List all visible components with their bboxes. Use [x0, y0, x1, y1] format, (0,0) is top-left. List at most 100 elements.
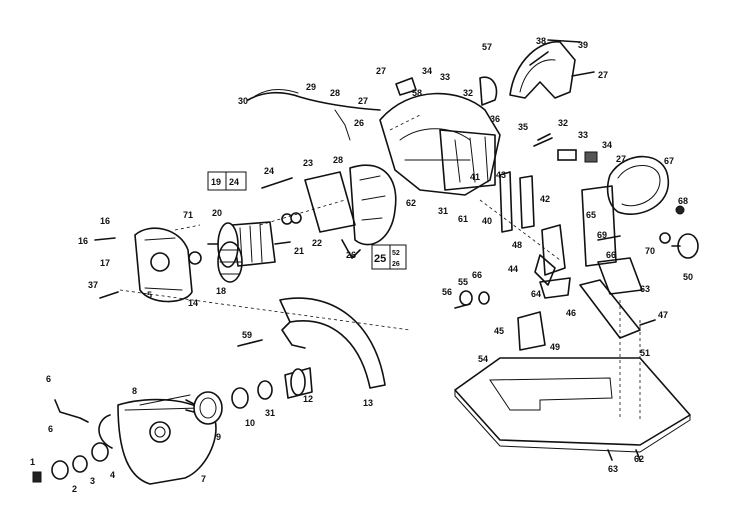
callout-labels: 1 2 3 4 5 6 6 7 8 9 10 31 12 13 14 16 16…	[30, 36, 693, 494]
callout-44: 44	[508, 264, 518, 274]
callout-12: 12	[303, 394, 313, 404]
callout-64: 64	[531, 289, 541, 299]
callout-5: 5	[147, 290, 152, 300]
callout-27a: 27	[376, 66, 386, 76]
callout-63b: 63	[608, 464, 618, 474]
callout-16b: 16	[78, 236, 88, 246]
callout-box-19-24: 19 24	[207, 171, 247, 191]
brush-springs	[533, 133, 598, 163]
callout-17: 17	[100, 258, 110, 268]
handle	[509, 41, 576, 99]
callout-43: 43	[496, 170, 506, 180]
motor-end-cap	[134, 227, 193, 303]
callout-16: 16	[100, 216, 110, 226]
callout-56: 56	[442, 287, 452, 297]
callout-3: 3	[90, 476, 95, 486]
callout-9: 9	[216, 432, 221, 442]
callout-26: 26	[354, 118, 364, 128]
bevel-ring	[606, 155, 669, 215]
callout-29: 29	[306, 82, 316, 92]
callout-47: 47	[658, 310, 668, 320]
small-hardware	[459, 277, 656, 351]
box-b-right-bottom: 26	[392, 261, 400, 268]
box-b-right-top: 52	[392, 250, 400, 257]
callout-63: 63	[640, 284, 650, 294]
callout-31: 31	[438, 206, 448, 216]
callout-61: 61	[458, 214, 468, 224]
callout-32b: 32	[558, 118, 568, 128]
callout-28b: 28	[333, 155, 343, 165]
depth-bracket	[579, 185, 643, 339]
callout-27b: 27	[358, 96, 368, 106]
box-b-top: 25	[374, 253, 386, 265]
callout-24b: 34	[422, 66, 432, 76]
callout-28: 28	[330, 88, 340, 98]
callout-46: 46	[566, 308, 576, 318]
bevel-bracket	[499, 171, 566, 286]
fan	[217, 241, 243, 283]
callout-40: 40	[482, 216, 492, 226]
callout-27c: 27	[598, 70, 608, 80]
callout-42: 42	[540, 194, 550, 204]
spindle-assembly	[139, 367, 313, 425]
callout-55: 55	[458, 277, 468, 287]
power-cord	[247, 89, 381, 141]
callout-45: 45	[494, 326, 504, 336]
callout-51: 51	[640, 348, 650, 358]
callout-68: 68	[678, 196, 688, 206]
box-a-top: 19	[211, 177, 221, 187]
box-a-right: 24	[229, 177, 239, 187]
upper-blade-guard	[279, 297, 386, 389]
callout-70: 70	[645, 246, 655, 256]
callout-50: 50	[683, 272, 693, 282]
callout-67: 67	[664, 156, 674, 166]
callout-8: 8	[132, 386, 137, 396]
callout-66: 66	[472, 270, 482, 280]
field-housing	[304, 164, 397, 259]
callout-22: 22	[312, 238, 322, 248]
callout-32: 32	[463, 88, 473, 98]
callout-39: 39	[578, 40, 588, 50]
callout-30: 30	[238, 96, 248, 106]
callout-54: 54	[478, 354, 488, 364]
callout-4: 4	[110, 470, 115, 480]
armature	[188, 212, 302, 268]
callout-49: 49	[550, 342, 560, 352]
callout-26b: 26	[346, 250, 356, 260]
callout-27d: 27	[616, 154, 626, 164]
callout-65: 65	[586, 210, 596, 220]
callout-33: 33	[440, 72, 450, 82]
callout-35: 35	[518, 122, 528, 132]
callout-48: 48	[512, 240, 522, 250]
callout-6b: 6	[46, 374, 51, 384]
callout-21: 21	[294, 246, 304, 256]
callout-23: 23	[303, 158, 313, 168]
base-plate	[454, 357, 691, 453]
callout-14: 14	[188, 298, 198, 308]
callout-58: 58	[412, 88, 422, 98]
callout-box-25-52-26: 25 52 26	[371, 244, 407, 270]
callout-38: 38	[536, 36, 546, 46]
callout-6: 6	[48, 424, 53, 434]
callout-31b: 31	[265, 408, 275, 418]
callout-24: 24	[264, 166, 274, 176]
leader-lines	[119, 114, 641, 420]
callout-57: 57	[482, 42, 492, 52]
callout-59: 59	[242, 330, 252, 340]
washer-stack	[32, 442, 109, 483]
knob	[659, 205, 699, 259]
callout-13: 13	[363, 398, 373, 408]
callout-69: 69	[597, 230, 607, 240]
callout-18: 18	[216, 286, 226, 296]
callout-41: 41	[470, 172, 480, 182]
callout-36: 36	[490, 114, 500, 124]
callout-33b: 33	[578, 130, 588, 140]
guard-lever	[54, 399, 89, 423]
lower-blade-guard	[98, 398, 217, 485]
screws	[94, 39, 641, 461]
callout-66b: 66	[606, 250, 616, 260]
main-housing	[379, 76, 501, 196]
callout-10: 10	[245, 418, 255, 428]
callout-37: 37	[88, 280, 98, 290]
